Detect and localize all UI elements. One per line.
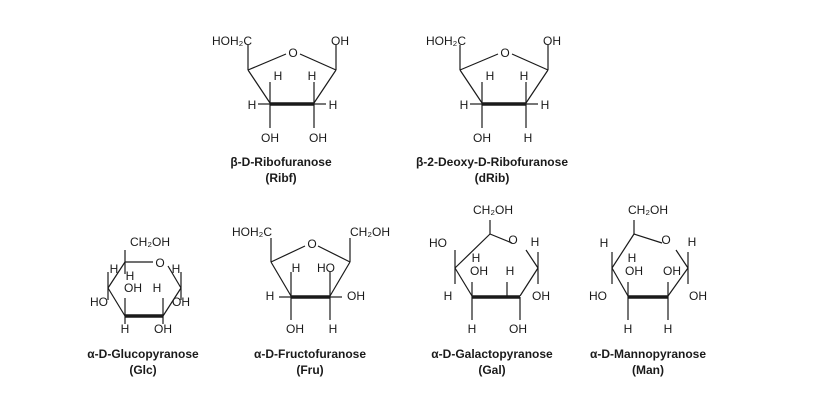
structure-name: α-D-Glucopyranose [87,347,199,361]
c3-up-h-label: H [486,69,495,83]
structure-galactopyranose: CH₂OH O HO H H OH H H OH H OH α-D-Galact… [429,203,553,377]
c2-hydroxyl-label: OH [509,322,527,336]
c1-hydroxyl-label: OH [532,289,550,303]
c5-h-label: H [110,262,119,276]
structure-name: α-D-Galactopyranose [431,347,553,361]
c3-side-h-label: H [460,98,469,112]
structure-abbreviation: (Man) [632,363,664,377]
structure-abbreviation: (Ribf) [265,171,296,185]
c4-ho-label: HO [589,289,607,303]
c1-hydroxyl-label: OH [331,34,349,48]
c4-ho-label: HO [429,236,447,250]
structure-mannopyranose: CH₂OH O H H H OH OH HO OH H H α-D-Mannop… [589,203,707,377]
structure-deoxyribofuranose: O HOH₂C OH H H H H OH H β-2-Deoxy-D-Ribo… [416,34,568,185]
c2-hydroxyl-label: OH [663,264,681,278]
structure-name: β-2-Deoxy-D-Ribofuranose [416,155,568,169]
c2-up-h-label: H [520,69,529,83]
structure-glucopyranose: CH₂OH O H H OH HO H H OH H OH α-D-Glucop… [87,235,199,377]
structure-name: α-D-Fructofuranose [254,347,366,361]
c3-up-h-label: H [153,281,162,295]
structure-abbreviation: (Glc) [129,363,156,377]
structure-abbreviation: (dRib) [475,171,510,185]
c1-hydroxyl-label: OH [543,34,561,48]
c4-h-label: H [628,251,637,265]
ring-oxygen-label: O [500,46,509,60]
ring-oxygen-label: O [288,46,297,60]
ring-oxygen-label: O [661,233,670,247]
c4-side-h-label: H [444,289,453,303]
c2-up-h-label: H [308,69,317,83]
c1-hydroxyl-label: OH [172,295,190,309]
c3-hydroxyl-label: OH [473,131,491,145]
c2-hydroxyl-label: OH [309,131,327,145]
structure-name: α-D-Mannopyranose [590,347,706,361]
c3-hydroxyl-label: OH [261,131,279,145]
c2-side-h-label: H [329,98,338,112]
c4-h-label: H [472,251,481,265]
c1-hydroxyl-label: OH [689,289,707,303]
c4-hydroxyl-label: OH [286,322,304,336]
c4-up-h-label: H [292,261,301,275]
c4-up-h-label: H [126,269,135,283]
c4-hydroxyl-label: OH [124,281,142,295]
c1-hydroxymethyl-label: CH₂OH [350,225,390,239]
c6-hydroxymethyl-label: HOH₂C [232,225,272,239]
structure-name: β-D-Ribofuranose [230,155,332,169]
c2-up-h-label: H [506,264,515,278]
ring-oxygen-label: O [508,233,517,247]
c2-h-label: H [664,322,673,336]
structure-abbreviation: (Gal) [478,363,505,377]
c3-h-label: H [121,322,130,336]
ring-oxygen-label: O [307,237,316,251]
c6-hydroxymethyl-label: CH₂OH [473,203,513,217]
c3-hydroxyl-label: OH [625,264,643,278]
c5-h-label: H [600,236,609,250]
c2-h-label: H [524,131,533,145]
c2-hydroxyl-label: OH [154,322,172,336]
c5-hydroxymethyl-label: HOH₂C [212,34,252,48]
c2-side-h-label: H [541,98,550,112]
c1-h-label: H [531,235,540,249]
ring-oxygen-label: O [155,256,164,270]
structure-ribofuranose: O HOH₂C OH H H H H OH OH β-D-Ribofuranos… [212,34,349,185]
structure-abbreviation: (Fru) [296,363,323,377]
structure-fructofuranose: O HOH₂C CH₂OH H HO H OH OH H α-D-Fructof… [232,225,390,377]
c2-hydroxyl-label: OH [347,289,365,303]
c4-ho-label: HO [90,295,108,309]
c3-h-label: H [624,322,633,336]
c3-hydroxyl-label: OH [470,264,488,278]
c3-h-label: H [468,322,477,336]
c1-h-label: H [172,262,181,276]
c6-hydroxymethyl-label: CH₂OH [130,235,170,249]
c6-hydroxymethyl-label: CH₂OH [628,203,668,217]
c3-side-h-label: H [248,98,257,112]
c1-h-label: H [688,235,697,249]
c3-h-label: H [329,322,338,336]
c3-ho-label: HO [317,261,335,275]
c5-hydroxymethyl-label: HOH₂C [426,34,466,48]
c4-side-h-label: H [266,289,275,303]
c3-up-h-label: H [274,69,283,83]
